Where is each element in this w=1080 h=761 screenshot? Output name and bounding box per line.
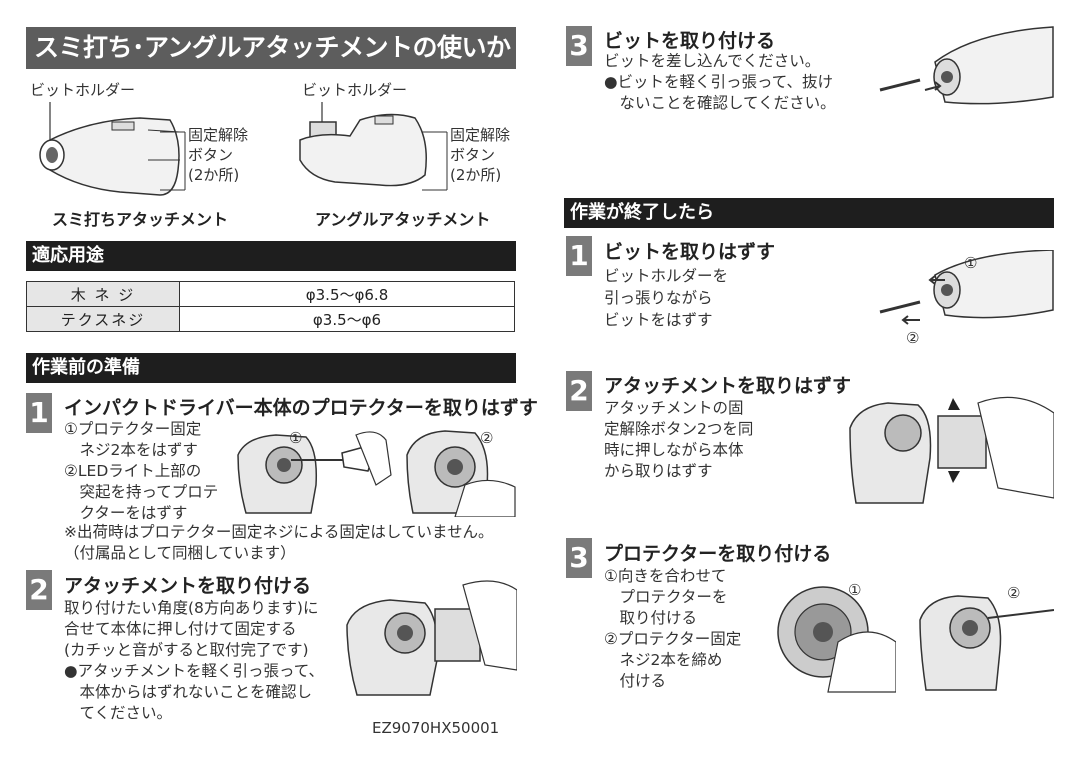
step-body: アタッチメントの固 定解除ボタン2つを同 時に押しながら本体 から取りはずす — [604, 399, 754, 480]
marker-2: ② — [1007, 584, 1021, 602]
step-number: 1 — [26, 393, 52, 433]
release-button-label: 固定解除 ボタン (2か所) — [450, 126, 511, 184]
step-number: 1 — [566, 236, 592, 276]
step-title: インパクトドライバー本体のプロテクターを取りはずす — [64, 397, 538, 419]
bit-insert-illustration — [879, 26, 1054, 105]
step-title: プロテクターを取り付ける — [604, 543, 832, 565]
step-body: 取り付けたい角度(8方向あります)に 合せて本体に押し付けて固定する (カチッと… — [64, 599, 324, 722]
usage-table: 木 ネ ジ φ3.5～φ6.8 テクスネジ φ3.5～φ6 — [26, 281, 515, 332]
marker-1: ① — [964, 254, 978, 272]
step-note: ※出荷時はプロテクター固定ネジによる固定はしていません。 （付属品として同梱して… — [64, 523, 494, 562]
marker-1: ① — [289, 429, 303, 447]
step-title: ビットを取り付ける — [604, 30, 776, 52]
angle-attachment-caption: アングルアタッチメント — [315, 210, 491, 229]
protector-attach-illustration-2 — [919, 595, 1054, 691]
marker-1: ① — [848, 581, 862, 599]
protector-removal-illustration-2 — [406, 430, 516, 517]
marker-2: ② — [906, 329, 920, 347]
prep-heading: 作業前の準備 — [26, 353, 516, 383]
usage-key: テクスネジ — [26, 306, 180, 332]
step-title: ビットを取りはずす — [604, 241, 776, 263]
step-number: 3 — [566, 26, 592, 66]
marker-2: ② — [480, 429, 494, 447]
document-code: EZ9070HX50001 — [372, 719, 500, 737]
usage-key: 木 ネ ジ — [26, 281, 180, 307]
step-body: ①プロテクター固定 ネジ2本をはずす ②LEDライト上部の 突起を持ってプロテ … — [64, 420, 219, 522]
step-body: ビットを差し込んでください。 ●ビットを軽く引っ張って、抜け ないことを確認して… — [604, 52, 836, 112]
table-row: テクスネジ φ3.5～φ6 — [26, 306, 515, 332]
step-body: ビットホルダーを 引っ張りながら ビットをはずす — [604, 267, 729, 329]
bit-holder-label: ビットホルダー — [30, 81, 136, 99]
step-number: 2 — [26, 570, 52, 610]
usage-heading: 適応用途 — [26, 241, 516, 271]
step-title: アタッチメントを取りはずす — [604, 375, 852, 397]
step-title: アタッチメントを取り付ける — [64, 575, 312, 597]
release-button-leader — [160, 131, 186, 191]
table-row: 木 ネ ジ φ3.5～φ6.8 — [26, 281, 515, 307]
after-work-heading: 作業が終了したら — [564, 198, 1054, 228]
attachment-remove-illustration — [849, 396, 1054, 504]
step-body: ①向きを合わせて プロテクターを 取り付ける ②プロテクター固定 ネジ2本を締め… — [604, 567, 742, 690]
sumi-attachment-illustration — [39, 102, 181, 196]
attach-attachment-illustration — [346, 580, 517, 696]
usage-value: φ3.5～φ6 — [179, 306, 515, 332]
release-button-leader — [422, 131, 448, 191]
page-title: スミ打ち･アングルアタッチメントの使いかた — [26, 27, 516, 104]
bit-holder-label: ビットホルダー — [302, 81, 408, 99]
release-button-label: 固定解除 ボタン (2か所) — [188, 126, 249, 184]
protector-removal-illustration-1 — [237, 431, 392, 514]
usage-value: φ3.5～φ6.8 — [179, 281, 515, 307]
step-number: 2 — [566, 371, 592, 411]
angle-attachment-illustration — [299, 102, 427, 187]
protector-attach-illustration-1 — [777, 586, 896, 693]
bit-remove-illustration — [879, 250, 1054, 325]
sumi-attachment-caption: スミ打ちアタッチメント — [52, 210, 229, 229]
step-number: 3 — [566, 538, 592, 578]
